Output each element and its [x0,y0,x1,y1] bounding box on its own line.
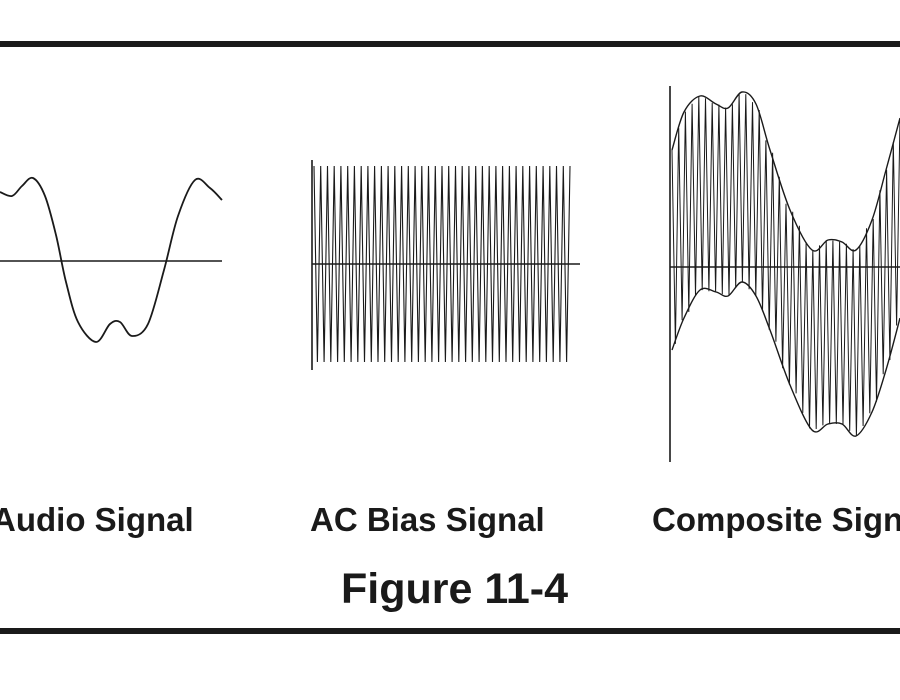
figure-title: Figure 11-4 [341,565,569,613]
composite-signal-caption: Composite Signal [652,501,900,538]
composite-lower-envelope [671,281,900,437]
audio-signal-caption: Audio Signal [0,501,194,538]
ac-bias-signal-caption: AC Bias Signal [310,501,545,538]
ac-bias-signal-plot [311,160,580,370]
composite-signal-plot [669,86,900,462]
audio-waveform [0,176,223,343]
composite-waveform [671,93,900,437]
bias-waveform [313,165,571,363]
top-rule [0,41,900,47]
bottom-rule [0,628,900,634]
audio-signal-plot [0,176,223,343]
composite-upper-envelope [671,91,900,252]
